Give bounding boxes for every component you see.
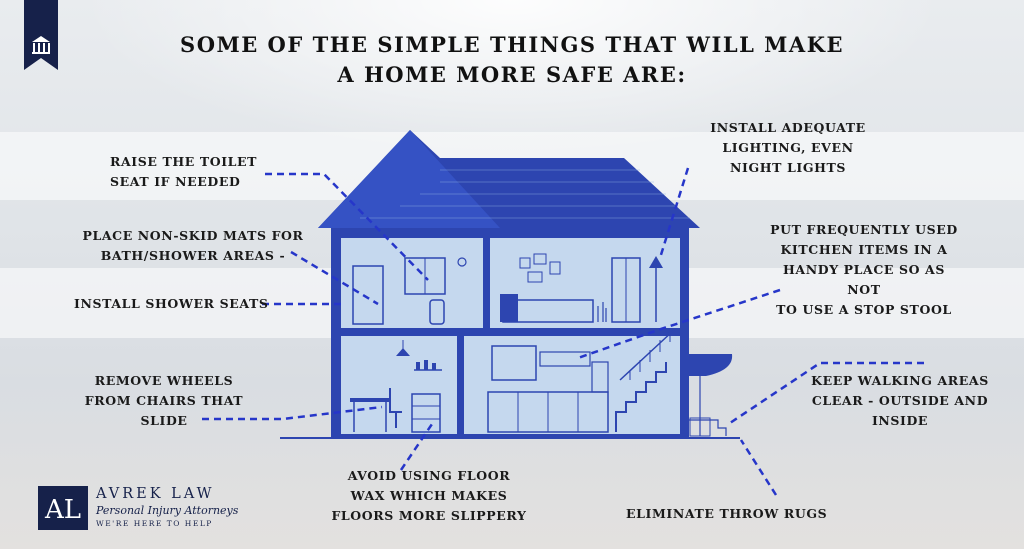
tip-line: BATH/SHOWER AREAS -: [100, 248, 286, 263]
porch-steps: [689, 419, 727, 436]
tip-throw-rugs: ELIMINATE THROW RUGS: [626, 504, 827, 524]
logo-subtitle: Personal Injury Attorneys: [96, 504, 239, 517]
tip-non-skid-mats: PLACE NON-SKID MATS FOR BATH/SHOWER AREA…: [82, 226, 304, 266]
logo-firm-name: AVREK LAW: [96, 486, 215, 502]
kitchen-window: [491, 345, 537, 381]
tip-line: HANDY PLACE SO AS NOT: [783, 262, 945, 297]
tip-line: INSTALL ADEQUATE: [710, 120, 866, 135]
al-monogram-icon: AL: [44, 495, 81, 525]
courthouse-bookmark-icon: [24, 0, 58, 70]
fridge: [591, 361, 609, 393]
tip-line: PLACE NON-SKID MATS FOR: [82, 228, 304, 243]
staircase: [615, 362, 667, 432]
tip-remove-wheels: REMOVE WHEELS FROM CHAIRS THAT SLIDE: [78, 371, 250, 431]
leader-wax: [399, 423, 434, 471]
tip-line: WAX WHICH MAKES: [350, 488, 508, 503]
drawer-cabinet: [411, 393, 441, 433]
leader-wheels: [202, 405, 383, 421]
leader-kitchen: [577, 288, 781, 360]
tip-line: PUT FREQUENTLY USED: [770, 222, 958, 237]
upper-cabinets: [539, 351, 591, 367]
ceiling-lamp: [396, 348, 410, 356]
tip-line: REMOVE WHEELS: [94, 373, 234, 388]
tip-line: AVOID USING FLOOR: [347, 468, 511, 483]
tip-line: INSIDE: [871, 413, 929, 428]
plant: [597, 302, 607, 322]
office-room: [341, 336, 457, 434]
tip-line: ELIMINATE THROW RUGS: [626, 506, 828, 521]
tip-walking-areas: KEEP WALKING AREAS CLEAR - OUTSIDE AND I…: [808, 371, 992, 431]
tip-line: NIGHT LIGHTS: [729, 160, 847, 175]
tip-line: SLIDE: [140, 413, 188, 428]
roof-shingles: [360, 169, 690, 219]
tip-adequate-lighting: INSTALL ADEQUATE LIGHTING, EVEN NIGHT LI…: [700, 118, 876, 178]
office-chair: [389, 388, 402, 428]
tip-line: KEEP WALKING AREAS: [811, 373, 989, 388]
roof-gable: [318, 130, 500, 228]
tip-floor-wax: AVOID USING FLOOR WAX WHICH MAKES FLOORS…: [324, 466, 534, 526]
tip-line: FLOORS MORE SLIPPERY: [331, 508, 527, 523]
wall-lamp: [457, 257, 467, 267]
tip-line: CLEAR - OUTSIDE AND: [811, 393, 989, 408]
title-line-2: A HOME MORE SAFE ARE:: [337, 62, 687, 87]
porch-awning: [689, 354, 733, 376]
bedroom-room: [490, 238, 680, 328]
leader-mats: [290, 250, 379, 306]
tip-line: TO USE A STOP STOOL: [776, 302, 952, 317]
logo-tagline: WE'RE HERE TO HELP: [96, 519, 213, 528]
shower-stall: [352, 265, 384, 325]
tip-line: SEAT IF NEEDED: [110, 174, 241, 189]
title-line-1: SOME OF THE SIMPLE THINGS THAT WILL MAKE: [180, 32, 844, 57]
tip-shower-seats: INSTALL SHOWER SEATS: [74, 294, 268, 314]
logo-monogram-box: AL: [38, 486, 88, 530]
tip-line: FROM CHAIRS THAT: [84, 393, 244, 408]
leader-lighting: [658, 167, 690, 259]
leader-toilet: [265, 172, 429, 281]
tip-line: LIGHTING, EVEN: [722, 140, 854, 155]
tip-line: INSTALL SHOWER SEATS: [74, 296, 269, 311]
tip-kitchen-items: PUT FREQUENTLY USED KITCHEN ITEMS IN A H…: [764, 220, 964, 320]
leader-rugs: [739, 439, 778, 496]
avrek-law-logo: AL AVREK LAW Personal Injury Attorneys W…: [38, 486, 238, 530]
svg-text:AL: AL: [44, 495, 81, 525]
desk: [350, 398, 390, 402]
tip-line: KITCHEN ITEMS IN A: [780, 242, 948, 257]
tip-line: RAISE THE TOILET: [110, 154, 258, 169]
page-title: SOME OF THE SIMPLE THINGS THAT WILL MAKE…: [0, 30, 1024, 90]
bathroom-room: [341, 238, 483, 328]
tip-raise-toilet-seat: RAISE THE TOILET SEAT IF NEEDED: [110, 152, 257, 192]
toilet: [429, 299, 445, 325]
